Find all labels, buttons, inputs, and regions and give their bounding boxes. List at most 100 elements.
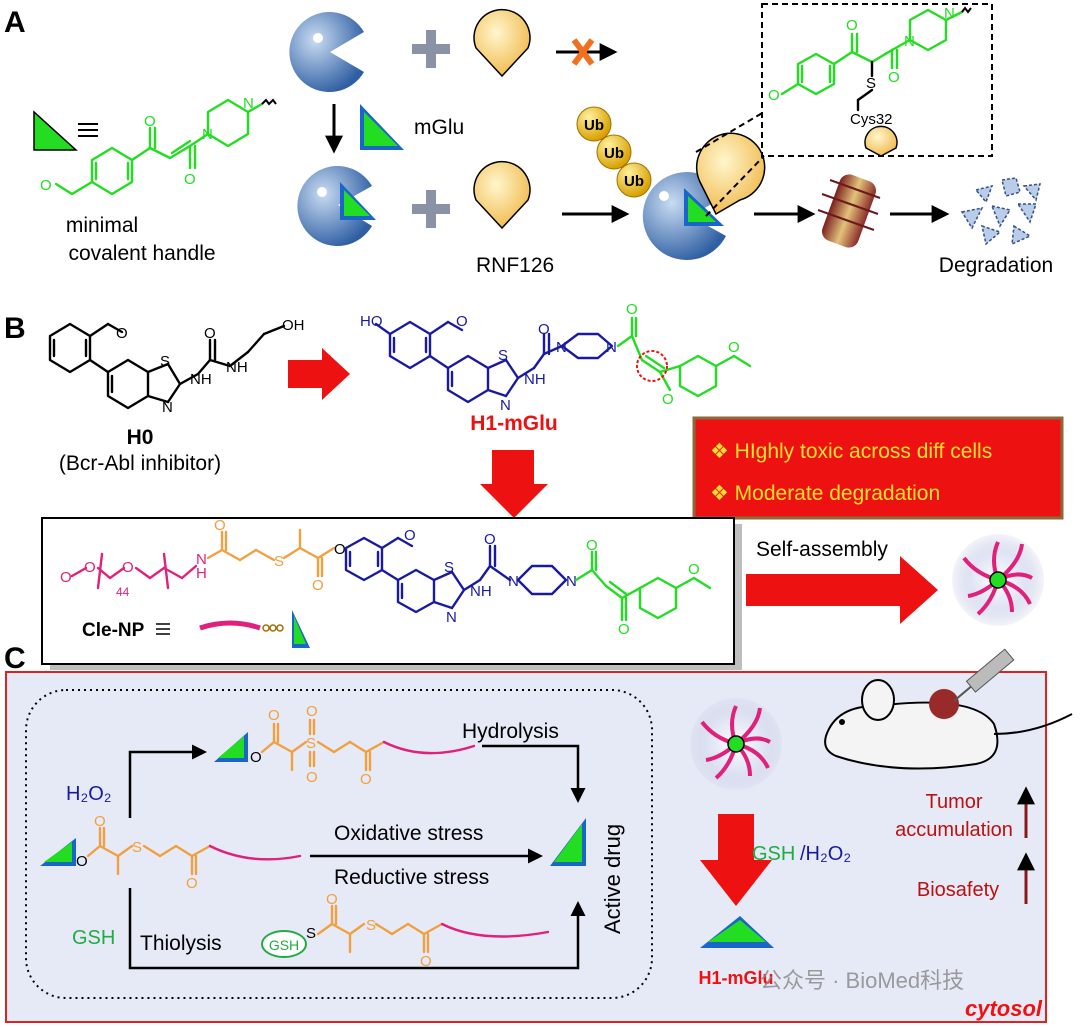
reductive-stress-label: Reductive stress <box>334 866 489 889</box>
cle-linker <box>206 528 336 578</box>
h1-to-cle-arrow <box>480 450 548 518</box>
svg-text:NH: NH <box>470 583 492 600</box>
plus-sign-top <box>412 30 450 68</box>
svg-text:O: O <box>586 537 598 554</box>
gsh-h2o2-label-h2o2: /H₂O₂ <box>800 843 851 865</box>
svg-text:O: O <box>94 813 106 830</box>
oxidation-arrow <box>128 744 207 818</box>
cle-np-label: Cle-NP <box>82 620 145 641</box>
h1-label: H1-mGlu <box>470 412 558 435</box>
h1-handle <box>616 316 752 398</box>
e3-ligase-with-mglu <box>297 166 376 246</box>
svg-text:N: N <box>162 399 173 416</box>
michael-acceptor-highlight <box>636 350 668 382</box>
cys32-label: Cys32 <box>850 111 893 128</box>
self-assembly-arrow <box>746 556 938 624</box>
cle-np-box <box>41 517 735 665</box>
mglu-triangle-icon <box>360 104 404 150</box>
cle-handle <box>574 550 712 622</box>
svg-text:S: S <box>444 559 454 576</box>
h0-structure <box>48 322 286 410</box>
svg-text:NH: NH <box>226 359 248 376</box>
gsh-label: GSH <box>72 927 115 949</box>
svg-text:N: N <box>944 5 955 22</box>
handle-symbol <box>33 110 98 151</box>
svg-text:S: S <box>132 839 142 856</box>
svg-text:S: S <box>866 75 876 92</box>
svg-text:S: S <box>306 735 316 752</box>
handle-label-line2: covalent handle <box>68 242 215 265</box>
svg-text:O: O <box>728 339 740 356</box>
handle-label-line1: minimal <box>66 214 138 237</box>
svg-text:O: O <box>360 771 372 788</box>
no-reaction-arrow <box>556 38 618 66</box>
svg-text:O: O <box>250 749 262 766</box>
prodrug-core <box>40 838 76 866</box>
svg-text:NH: NH <box>190 371 212 388</box>
svg-text:H: H <box>196 565 207 582</box>
svg-text:O: O <box>768 87 780 104</box>
h0-label: H0 <box>127 426 154 449</box>
note-toxic: ❖ HIghly toxic across diff cells <box>710 440 992 463</box>
svg-text:N: N <box>556 339 567 356</box>
svg-text:O: O <box>662 391 674 408</box>
svg-text:O: O <box>214 517 226 534</box>
cytosol-label: cytosol <box>965 996 1043 1021</box>
h0-subtitle: (Bcr-Abl inhibitor) <box>59 452 221 475</box>
thiolysis-arrow <box>128 888 586 970</box>
svg-text:O: O <box>888 69 900 86</box>
svg-text:S: S <box>498 347 508 364</box>
tumor-label-1: Tumor <box>925 791 982 813</box>
h1-scaffold <box>374 320 614 404</box>
release-arrow <box>700 814 772 906</box>
svg-text:O: O <box>184 171 196 188</box>
svg-text:HO: HO <box>360 313 383 330</box>
svg-text:O: O <box>84 559 96 576</box>
h1-mglu-c-label: H1-mGlu <box>698 968 773 988</box>
mouse-icon <box>824 648 1073 770</box>
h0-to-h1-arrow <box>288 348 350 400</box>
thiolysis-label: Thiolysis <box>140 932 222 955</box>
svg-text:O: O <box>420 953 432 970</box>
h2o2-label: H₂O₂ <box>66 783 112 805</box>
panel-label-b: B <box>4 312 26 345</box>
toxicity-note-box <box>692 416 1064 520</box>
svg-text:S: S <box>160 353 170 370</box>
cle-peg <box>70 552 198 590</box>
handle-structure <box>54 98 264 196</box>
svg-text:O: O <box>60 569 72 586</box>
svg-text:N: N <box>500 397 511 414</box>
cys-drop <box>864 125 898 157</box>
neosubstrate-drop-top <box>473 8 531 78</box>
svg-text:N: N <box>243 95 254 112</box>
svg-text:S: S <box>306 925 316 942</box>
note-degradation: ❖ Moderate degradation <box>710 482 940 505</box>
gsh-adduct-label: GSH <box>269 937 299 953</box>
mglu-label: mGlu <box>414 116 464 139</box>
peg-n: 44 <box>116 585 130 599</box>
hydrolysis-arrow <box>482 744 586 803</box>
svg-text:O: O <box>626 301 638 318</box>
gsh-h2o2-label-gsh: GSH <box>752 843 795 865</box>
e3-ligase-pacman-top <box>289 12 364 93</box>
svg-text:O: O <box>312 577 324 594</box>
svg-text:N: N <box>606 339 617 356</box>
released-drug-icon <box>700 916 774 948</box>
svg-text:O: O <box>204 325 216 342</box>
ub-label-3: Ub <box>624 173 644 190</box>
svg-text:O: O <box>122 559 134 576</box>
prodrug-linker <box>86 826 212 876</box>
svg-text:O: O <box>76 853 88 870</box>
nanoparticle-icon-c <box>690 698 782 790</box>
self-assembly-label: Self-assembly <box>756 538 888 561</box>
svg-text:N: N <box>566 573 577 590</box>
svg-text:O: O <box>40 177 52 194</box>
svg-text:N: N <box>446 609 457 626</box>
svg-text:O: O <box>326 891 338 908</box>
sulfone-intermediate <box>214 732 248 762</box>
svg-text:S: S <box>274 553 284 570</box>
svg-text:NH: NH <box>524 371 546 388</box>
neosubstrate-drop-bottom <box>473 160 531 230</box>
tumor-label-2: accumulation <box>895 819 1013 841</box>
svg-text:N: N <box>196 551 207 568</box>
